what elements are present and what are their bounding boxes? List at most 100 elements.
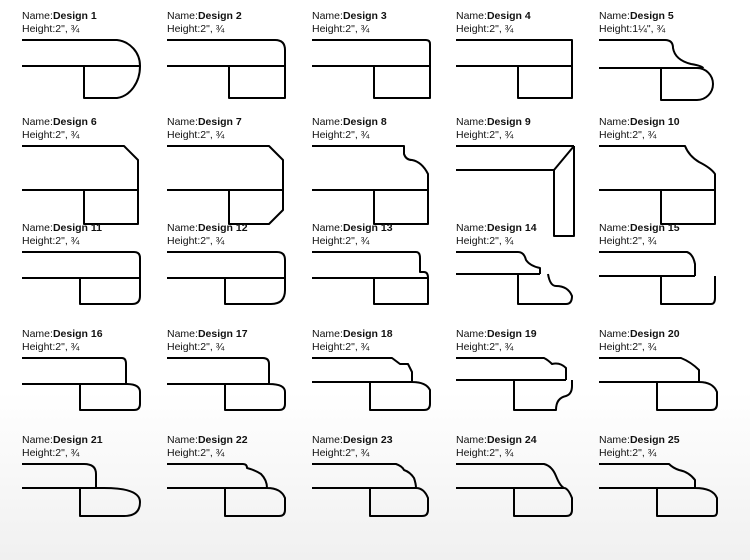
name-prefix: Name: [167,222,198,234]
height-prefix: Height: [599,235,633,247]
edge-profile-outline [22,357,141,411]
design-name: Name:Design 5 [599,10,674,23]
edge-profile-outline [22,251,141,305]
design-name-value: Design 1 [52,10,97,22]
design-height: Height:2", ¾ [167,23,242,36]
design-name: Name:Design 24 [456,434,537,447]
design-height-value: 2", ¾ [345,129,370,141]
design-height-value: 2", ¾ [489,341,514,353]
name-prefix: Name: [599,10,630,22]
height-prefix: Height: [22,129,56,141]
name-prefix: Name: [312,10,343,22]
edge-profile-drawing [456,357,573,411]
height-prefix: Height: [599,447,633,459]
design-height: Height:2", ¾ [599,235,680,248]
edge-profile-outline [456,357,573,411]
design-height: Height:2", ¾ [599,129,680,142]
height-prefix: Height: [312,341,346,353]
design-name-value: Design 23 [342,434,393,446]
design-height-value: 2", ¾ [200,447,225,459]
edge-profile-outline [167,145,284,225]
design-name-value: Design 19 [486,328,537,340]
design-height: Height:2", ¾ [167,235,248,248]
design-name-value: Design 18 [342,328,393,340]
design-name: Name:Design 2 [167,10,242,23]
design-height-value: 2", ¾ [200,129,225,141]
design-name-value: Design 12 [197,222,248,234]
design-height: Height:2", ¾ [599,447,680,460]
height-prefix: Height: [456,235,490,247]
design-name-value: Design 10 [629,116,680,128]
height-prefix: Height: [167,447,201,459]
design-height-value: 2", ¾ [489,129,514,141]
name-prefix: Name: [456,328,487,340]
edge-profile-outline [167,251,286,305]
design-height-value: 2", ¾ [200,235,225,247]
design-name: Name:Design 8 [312,116,387,129]
design-height: Height:2", ¾ [456,23,531,36]
design-name-value: Design 11 [52,222,102,234]
design-height-value: 2", ¾ [632,341,657,353]
height-prefix: Height: [22,23,56,35]
design-name-value: Design 20 [629,328,680,340]
edge-profile-drawing [167,357,286,411]
edge-profile-outline [312,145,429,225]
edge-profile-outline [312,357,431,411]
name-prefix: Name: [456,116,487,128]
design-height-value: 2", ¾ [345,235,370,247]
edge-profile-drawing [167,145,284,225]
design-height-value: 2", ¾ [345,447,370,459]
design-height: Height:2", ¾ [22,129,97,142]
edge-profile-outline [167,39,286,99]
name-prefix: Name: [22,116,53,128]
design-name-value: Design 22 [197,434,248,446]
name-prefix: Name: [456,434,487,446]
name-prefix: Name: [599,116,630,128]
design-name: Name:Design 25 [599,434,680,447]
design-height-value: 2", ¾ [200,341,225,353]
edge-profile-drawing [167,463,286,517]
design-name: Name:Design 16 [22,328,103,341]
design-name-value: Design 5 [629,10,674,22]
edge-profile-outline [599,357,718,411]
height-prefix: Height: [167,235,201,247]
design-name: Name:Design 7 [167,116,242,129]
edge-profile-outline [167,463,286,517]
edge-profile-outline [599,251,716,305]
design-height-value: 2", ¾ [55,447,80,459]
edge-profile-drawing [599,145,716,225]
design-height-value: 2", ¾ [345,341,370,353]
name-prefix: Name: [22,434,53,446]
design-name: Name:Design 13 [312,222,393,235]
design-name-value: Design 3 [342,10,387,22]
design-name: Name:Design 12 [167,222,248,235]
height-prefix: Height: [312,447,346,459]
height-prefix: Height: [599,129,633,141]
design-name-value: Design 24 [486,434,537,446]
edge-profile-outline [456,463,573,517]
height-prefix: Height: [456,341,490,353]
name-prefix: Name: [167,328,198,340]
edge-profile-outline [22,463,141,517]
name-prefix: Name: [22,328,53,340]
edge-profile-drawing [599,357,718,411]
design-name: Name:Design 9 [456,116,531,129]
